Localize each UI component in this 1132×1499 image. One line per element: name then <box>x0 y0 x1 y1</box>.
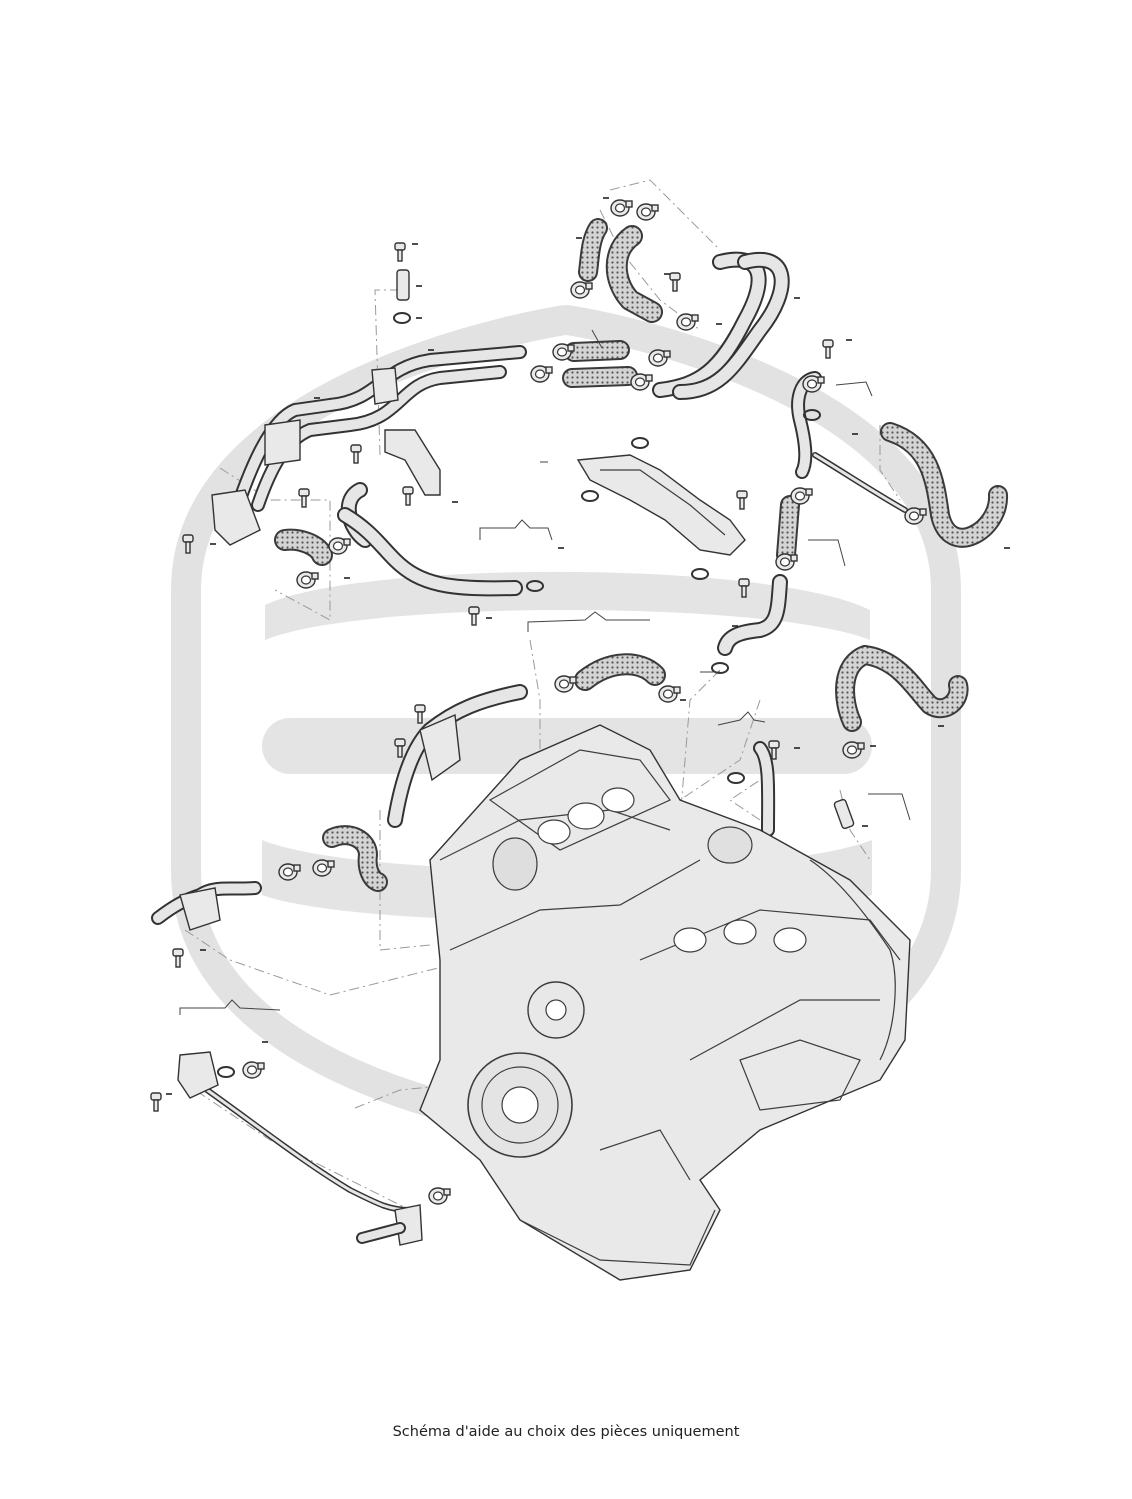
callout-brackets <box>179 329 911 1015</box>
coolant-flange-bracket <box>576 437 748 580</box>
temperature-sensor-icon <box>396 269 410 301</box>
callout-ticks <box>166 197 1010 1095</box>
middle-left-hoses <box>274 482 544 626</box>
lower-left-hoses <box>151 825 388 968</box>
lower-coolant-pipe <box>150 1051 451 1246</box>
engine-block-icon <box>419 724 911 1281</box>
right-coolant-hoses <box>711 339 1008 837</box>
upper-coolant-hoses <box>570 199 790 400</box>
main-coolant-pipe <box>182 242 671 554</box>
center-coolant-hoses <box>387 653 681 828</box>
diagram-caption: Schéma d'aide au choix des pièces unique… <box>392 1424 740 1440</box>
